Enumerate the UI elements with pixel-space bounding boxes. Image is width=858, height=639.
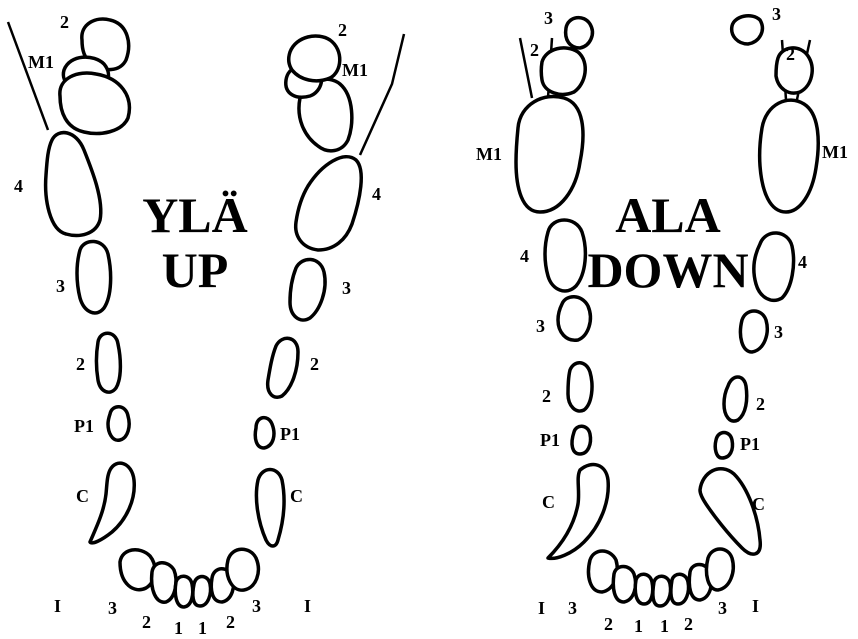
upper-label-incisor-left: I xyxy=(54,596,61,616)
lower-label-canine-left: C xyxy=(542,492,555,512)
lower-left-molar-3 xyxy=(563,15,595,50)
lower-right-premolar-3 xyxy=(738,309,769,354)
upper-right-premolar-2 xyxy=(265,336,300,399)
lower-label-m1-left: M1 xyxy=(476,144,502,164)
lower-jaw xyxy=(514,14,820,608)
lower-left-premolar-3 xyxy=(556,295,593,342)
upper-label-p1-left: P1 xyxy=(74,416,94,436)
lower-left-incisor-1 xyxy=(651,574,673,608)
upper-label-p2-left: 2 xyxy=(76,354,85,374)
upper-jaw xyxy=(6,17,406,609)
upper-right-canine xyxy=(254,467,286,548)
lower-right-canine xyxy=(698,467,762,556)
upper-left-canine xyxy=(88,461,136,545)
upper-label-p4-left: 4 xyxy=(14,176,23,196)
lower-label-p3-left: 3 xyxy=(536,316,545,336)
upper-label-canine-left: C xyxy=(76,486,89,506)
upper-left-premolar-4 xyxy=(43,130,103,238)
upper-label-i2-left: 2 xyxy=(142,612,151,632)
upper-label-p4-right: 4 xyxy=(372,184,381,204)
upper-left-molar-1 xyxy=(58,71,132,136)
upper-label-i3-right: 3 xyxy=(252,596,261,616)
upper-label-p3-right: 3 xyxy=(342,278,351,298)
lower-label-p4-left: 4 xyxy=(520,246,529,266)
upper-left-incisor-1 xyxy=(173,574,195,609)
lower-left-canine xyxy=(546,462,610,561)
upper-left-premolar-3 xyxy=(75,239,113,315)
lower-label-i2-right: 2 xyxy=(684,614,693,634)
upper-label-molar-2-right: 2 xyxy=(338,20,347,40)
upper-right-premolar-3 xyxy=(288,257,327,322)
lower-title-fi: ALA xyxy=(615,187,721,243)
upper-label-molar-2-left: 2 xyxy=(60,12,69,32)
lower-label-p3-right: 3 xyxy=(774,322,783,342)
lower-label-p2-left: 2 xyxy=(542,386,551,406)
lower-label-i3-right: 3 xyxy=(718,598,727,618)
upper-label-p3-left: 3 xyxy=(56,276,65,296)
lower-label-i1-right: 1 xyxy=(660,616,669,636)
lower-label-molar-2-right: 2 xyxy=(786,44,795,64)
upper-label-i3-left: 3 xyxy=(108,598,117,618)
upper-right-premolar-1 xyxy=(253,415,276,450)
upper-left-premolar-1 xyxy=(106,405,131,442)
lower-left-premolar-2 xyxy=(566,361,594,413)
upper-right-premolar-4 xyxy=(293,154,363,252)
upper-title-en: UP xyxy=(162,242,229,298)
upper-label-i2-right: 2 xyxy=(226,612,235,632)
lower-label-p1-left: P1 xyxy=(540,430,560,450)
upper-right-incisor-3 xyxy=(225,547,261,592)
lower-label-molar-3-left: 3 xyxy=(544,8,553,28)
lower-right-molar-3 xyxy=(729,14,765,46)
upper-label-canine-right: C xyxy=(290,486,303,506)
lower-right-premolar-1 xyxy=(713,430,735,460)
upper-left-cheek-line xyxy=(6,21,50,131)
upper-label-i1-right: 1 xyxy=(198,618,207,638)
lower-label-incisor-left: I xyxy=(538,598,545,618)
lower-label-molar-3-right: 3 xyxy=(772,4,781,24)
upper-label-m1-right: M1 xyxy=(342,60,368,80)
lower-label-canine-right: C xyxy=(752,494,765,514)
lower-label-incisor-right: I xyxy=(752,596,759,616)
lower-left-molar-1 xyxy=(514,94,585,214)
lower-right-premolar-2 xyxy=(722,375,749,423)
upper-right-incisor-1 xyxy=(191,574,213,608)
lower-right-incisor-1 xyxy=(669,572,691,606)
lower-left-premolar-1 xyxy=(570,424,593,456)
lower-left-incisor-2 xyxy=(611,564,638,604)
lower-right-premolar-4 xyxy=(752,231,796,303)
lower-left-molar-2 xyxy=(539,46,587,97)
lower-right-molar-2 xyxy=(774,46,814,95)
upper-title-fi: YLÄ xyxy=(142,187,248,243)
upper-label-p1-right: P1 xyxy=(280,424,300,444)
upper-label-i1-left: 1 xyxy=(174,618,183,638)
lower-label-i3-left: 3 xyxy=(568,598,577,618)
lower-title-en: DOWN xyxy=(587,242,748,298)
upper-left-incisor-3 xyxy=(118,548,157,592)
lower-label-m1-right: M1 xyxy=(822,142,848,162)
lower-label-i2-left: 2 xyxy=(604,614,613,634)
lower-left-cheek-line xyxy=(518,37,534,99)
lower-label-p1-right: P1 xyxy=(740,434,760,454)
lower-label-molar-2-left: 2 xyxy=(530,40,539,60)
upper-label-p2-right: 2 xyxy=(310,354,319,374)
upper-left-premolar-2 xyxy=(94,331,123,394)
lower-left-premolar-4 xyxy=(543,218,588,293)
upper-label-incisor-right: I xyxy=(304,596,311,616)
upper-left-incisor-2 xyxy=(149,561,178,604)
lower-right-incisor-3 xyxy=(704,547,735,592)
upper-label-m1-left: M1 xyxy=(28,52,54,72)
lower-label-i1-left-a: 1 xyxy=(634,616,643,636)
upper-right-cheek-line xyxy=(358,33,406,156)
lower-right-molar-1 xyxy=(757,98,820,214)
lower-label-p4-right: 4 xyxy=(798,252,807,272)
upper-right-molar-2 xyxy=(286,34,342,83)
lower-label-p2-right: 2 xyxy=(756,394,765,414)
lower-left-incisor-1-outer xyxy=(633,572,655,606)
